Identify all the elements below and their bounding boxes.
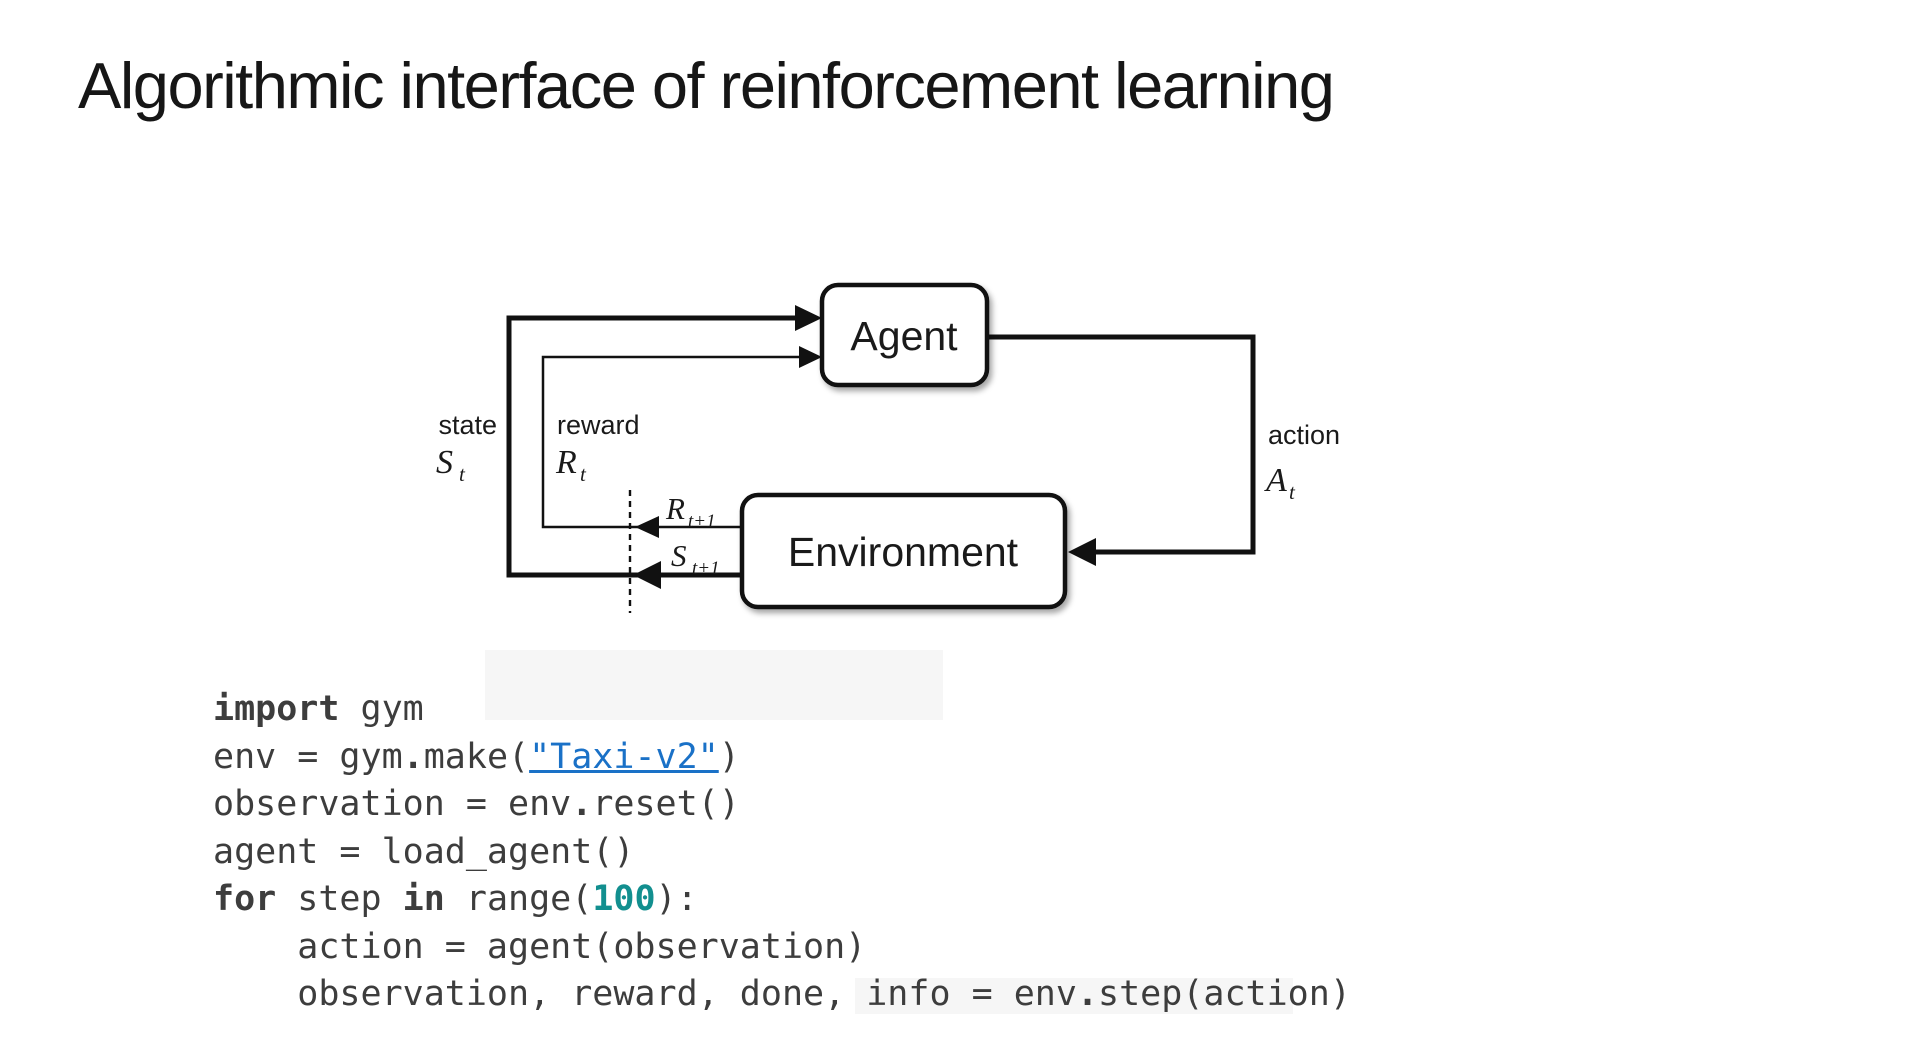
- code-token: step(action): [1098, 974, 1351, 1014]
- page-title: Algorithmic interface of reinforcement l…: [78, 49, 1335, 122]
- code-token: range(: [444, 879, 593, 919]
- code-line: observation, reward, done, info = env.st…: [213, 971, 1351, 1019]
- code-token: .: [1076, 974, 1099, 1014]
- state-loop-line: [506, 315, 800, 578]
- code-token: import: [213, 689, 340, 729]
- action-label: action: [1268, 420, 1340, 450]
- next-state-symbol: S: [671, 538, 687, 573]
- code-line: env = gym.make("Taxi-v2"): [213, 734, 1351, 782]
- action-arrowhead-into-environment: [1068, 538, 1096, 566]
- code-token: env = gym: [213, 736, 403, 777]
- action-symbol-sub: t: [1289, 480, 1296, 504]
- code-line: import gym: [213, 686, 1351, 734]
- state-label: state: [438, 410, 497, 440]
- screenshot-artifact: [485, 650, 943, 720]
- state-symbol: S: [436, 444, 453, 481]
- code-token: observation, reward, done, info = env: [213, 974, 1077, 1014]
- next-reward-symbol-sub: t+1: [688, 511, 716, 532]
- reward-symbol-sub: t: [580, 462, 587, 486]
- next-state-symbol-sub: t+1: [692, 558, 720, 579]
- code-token: in: [402, 879, 445, 919]
- code-token: .: [571, 784, 593, 824]
- reward-symbol: R: [555, 444, 577, 481]
- code-line: agent = load_agent(): [213, 829, 1351, 877]
- next-state-arrowhead: [633, 561, 661, 589]
- code-token: 100: [592, 879, 656, 919]
- code-token: observation = env: [213, 784, 572, 824]
- agent-box: [819, 282, 990, 388]
- reward-label: reward: [557, 410, 640, 440]
- code-token: .: [402, 736, 424, 777]
- environment-label: Environment: [788, 529, 1019, 575]
- code-token: gym: [339, 689, 424, 729]
- code-token: make(: [423, 736, 530, 777]
- code-token: ):: [655, 879, 698, 919]
- code-token: ): [718, 736, 740, 777]
- code-line: observation = env.reset(): [213, 781, 1351, 829]
- code-token: agent = load_agent(): [213, 831, 635, 872]
- code-token: step: [276, 879, 403, 919]
- state-arrowhead-into-agent: [795, 305, 822, 331]
- state-symbol-sub: t: [459, 462, 466, 486]
- action-loop-line: [987, 334, 1256, 555]
- action-symbol: A: [1264, 462, 1287, 499]
- environment-box: [739, 492, 1068, 610]
- next-reward-arrowhead: [635, 516, 659, 538]
- code-token: reset(): [592, 784, 740, 824]
- next-reward-symbol: R: [665, 491, 685, 526]
- code-token: action = agent(observation): [213, 926, 867, 967]
- agent-label: Agent: [850, 313, 958, 359]
- code-token: for: [213, 879, 277, 919]
- screenshot-artifact: [855, 978, 1293, 1014]
- code-line: for step in range(100):: [213, 876, 1351, 924]
- code-line: action = agent(observation): [213, 924, 1351, 972]
- reward-arrowhead-into-agent: [799, 346, 822, 368]
- taxi-v2-link[interactable]: "Taxi-v2": [529, 736, 719, 777]
